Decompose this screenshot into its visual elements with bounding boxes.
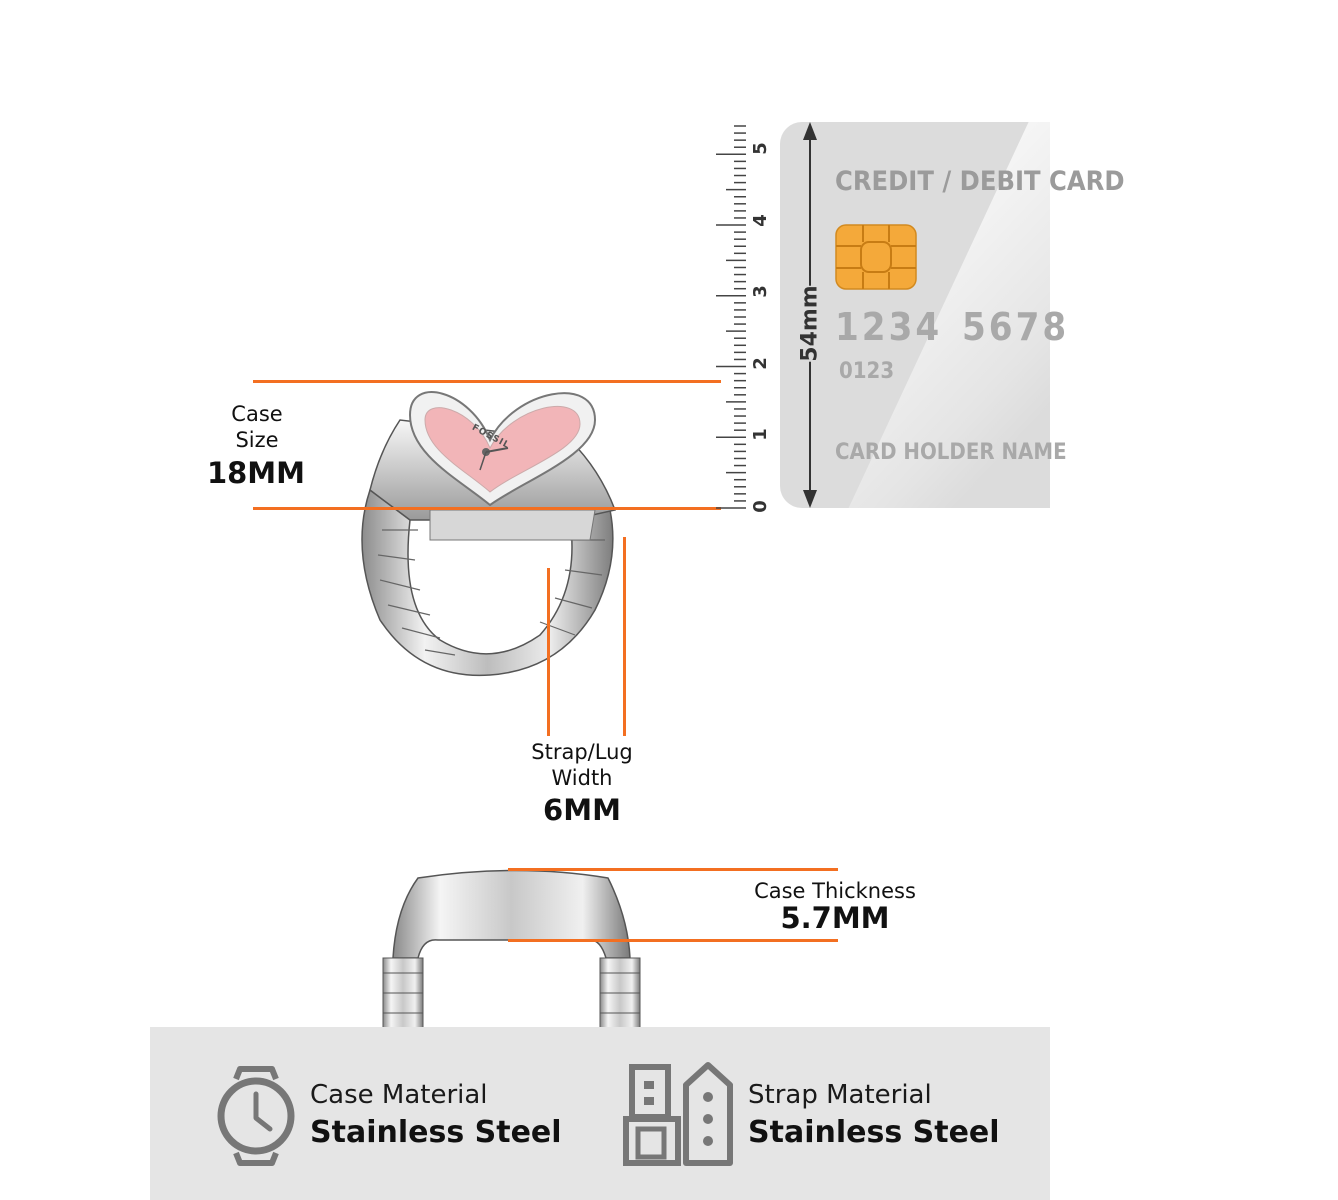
strap-material-label: Strap Material bbox=[748, 1080, 932, 1110]
case-material-value: Stainless Steel bbox=[310, 1115, 562, 1150]
case-thickness-value: 5.7MM bbox=[780, 901, 890, 935]
ruler-tick-1: 1 bbox=[749, 428, 771, 441]
strap-width-right-line bbox=[623, 537, 626, 736]
ring-watch-front-image bbox=[361, 391, 617, 677]
card-height-label: 54mm bbox=[797, 285, 823, 362]
ruler-tick-0: 0 bbox=[749, 500, 771, 513]
card-title: CREDIT / DEBIT CARD bbox=[835, 166, 1125, 197]
card-chip-icon bbox=[835, 224, 917, 290]
strap-width-label-line2: Width bbox=[551, 766, 613, 790]
case-size-label-line2: Size bbox=[235, 428, 279, 452]
ruler-tick-3: 3 bbox=[749, 285, 771, 298]
ruler-tick-5: 5 bbox=[749, 142, 771, 155]
strap-width-label-line1: Strap/Lug bbox=[531, 740, 633, 764]
case-thickness-top-line bbox=[508, 868, 838, 871]
watch-icon bbox=[217, 1066, 295, 1166]
card-small-number: 0123 bbox=[839, 359, 895, 384]
credit-card: CREDIT / DEBIT CARD 1234 5678 0123 CARD … bbox=[780, 102, 1338, 522]
strap-width-value: 6MM bbox=[543, 793, 621, 827]
ruler: 0 1 2 3 4 5 bbox=[716, 122, 778, 513]
card-number-group-1: 1234 bbox=[835, 305, 943, 349]
strap-material-value: Stainless Steel bbox=[748, 1115, 1000, 1150]
strap-icon bbox=[623, 1062, 733, 1166]
card-number-group-2: 5678 bbox=[962, 305, 1070, 349]
case-size-label-line1: Case bbox=[231, 402, 283, 426]
case-size-top-line bbox=[253, 380, 721, 383]
case-size-bottom-line bbox=[253, 507, 721, 510]
case-material-label: Case Material bbox=[310, 1080, 488, 1110]
features-panel: Case Material Stainless Steel Strap Mate… bbox=[150, 1027, 1050, 1200]
case-thickness-bottom-line bbox=[508, 939, 838, 942]
case-size-value: 18MM bbox=[206, 456, 306, 490]
ring-watch-side-image bbox=[382, 869, 641, 1029]
strap-width-left-line bbox=[547, 568, 550, 736]
ruler-tick-2: 2 bbox=[749, 357, 771, 370]
case-thickness-label: Case Thickness bbox=[754, 879, 916, 903]
ruler-tick-4: 4 bbox=[749, 214, 771, 227]
card-holder-name: CARD HOLDER NAME bbox=[835, 440, 1067, 465]
